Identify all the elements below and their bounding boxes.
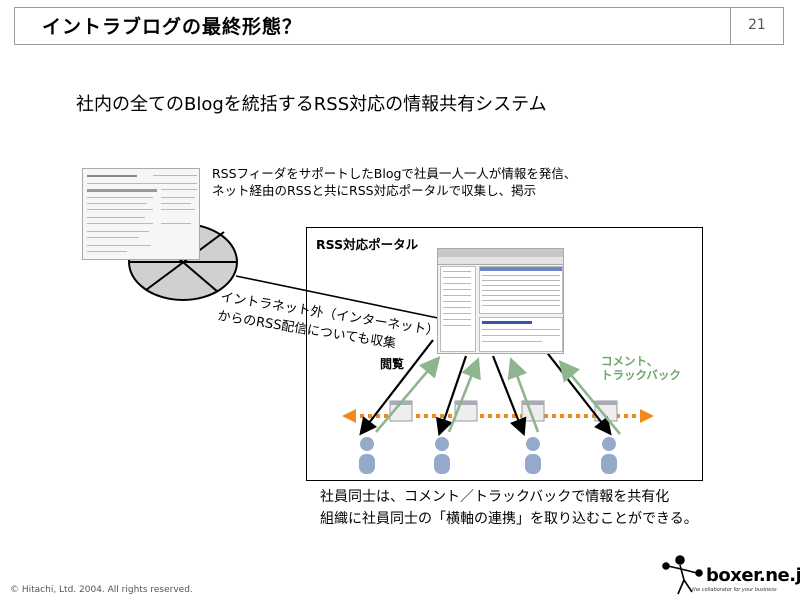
person-icon — [434, 437, 450, 474]
rss-portal-frame — [306, 227, 703, 481]
person-icon — [359, 437, 375, 474]
logo-text: boxer.ne.jp — [706, 565, 800, 586]
boxer-logo-icon — [662, 555, 703, 595]
comment-trackback-label: コメント、 トラックバック — [601, 354, 681, 382]
slide-subtitle: 社内の全てのBlogを統括するRSS対応の情報共有システム — [76, 94, 547, 115]
person-icon — [601, 437, 617, 474]
blog-screenshot — [82, 168, 200, 260]
description: RSSフィーダをサポートしたBlogで社員一人一人が情報を発信、 ネット経由のR… — [212, 165, 576, 199]
conclusion-line: 組織に社員同士の「横軸の連携」を取り込むことができる。 — [320, 511, 698, 527]
conclusion-text: 社員同士は、コメント／トラックバックで情報を共有化 組織に社員同士の「横軸の連携… — [320, 486, 698, 530]
description-line: ネット経由のRSSと共にRSS対応ポータルで収集し、掲示 — [212, 183, 537, 198]
page-number: 21 — [748, 17, 766, 33]
slide-title: イントラブログの最終形態？ — [42, 16, 303, 38]
comment-label-line: コメント、 — [601, 354, 659, 368]
view-label: 閲覧 — [380, 357, 405, 371]
conclusion-line: 社員同士は、コメント／トラックバックで情報を共有化 — [320, 489, 670, 505]
copyright: © Hitachi, Ltd. 2004. All rights reserve… — [10, 585, 193, 595]
comment-label-line: トラックバック — [601, 368, 681, 382]
person-icon — [525, 437, 541, 474]
rss-portal-label: RSS対応ポータル — [316, 237, 419, 252]
external-feed-line — [235, 275, 439, 319]
comment-arrows — [375, 356, 622, 435]
description-line: RSSフィーダをサポートしたBlogで社員一人一人が情報を発信、 — [212, 166, 577, 181]
logo-tagline: the collaborator for your business — [692, 587, 777, 593]
employee-icons — [359, 437, 617, 474]
title-frame — [14, 7, 784, 45]
page-number-divider — [730, 8, 731, 44]
portal-screenshot — [437, 248, 564, 354]
